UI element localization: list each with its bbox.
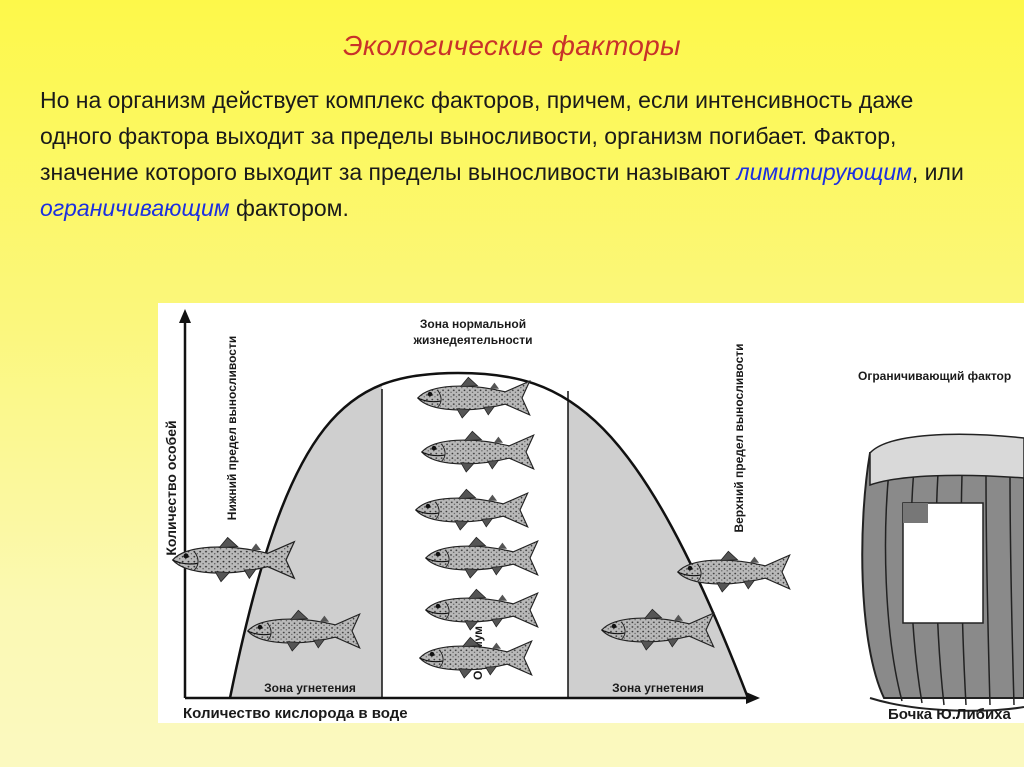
suppression-zone-left: Зона угнетения (264, 681, 356, 695)
barrel-caption: Бочка Ю.Либиха (888, 706, 1012, 723)
suppression-zone-right: Зона угнетения (612, 681, 704, 695)
term-restricting: ограничивающим (40, 195, 230, 221)
paragraph-text-3: фактором. (230, 195, 349, 221)
normal-zone-label-1: Зона нормальной (420, 317, 526, 331)
tolerance-diagram: Количество особей Количество кислорода в… (158, 303, 1024, 723)
upper-limit-label: Верхний предел выносливости (732, 343, 746, 532)
barrel-title: Ограничивающий фактор (858, 369, 1011, 383)
tolerance-figure: Количество особей Количество кислорода в… (158, 303, 1024, 723)
y-axis-label: Количество особей (163, 420, 179, 555)
normal-zone-label-2: жизнедеятельности (413, 333, 533, 347)
term-limiting: лимитирующим (737, 159, 912, 185)
x-axis-label: Количество кислорода в воде (183, 705, 408, 722)
paragraph-text-2: , или (912, 159, 964, 185)
main-paragraph: Но на организм действует комплекс фактор… (40, 82, 990, 226)
slide-title: Экологические факторы (0, 30, 1024, 62)
lower-limit-label: Нижний предел выносливости (225, 336, 239, 520)
